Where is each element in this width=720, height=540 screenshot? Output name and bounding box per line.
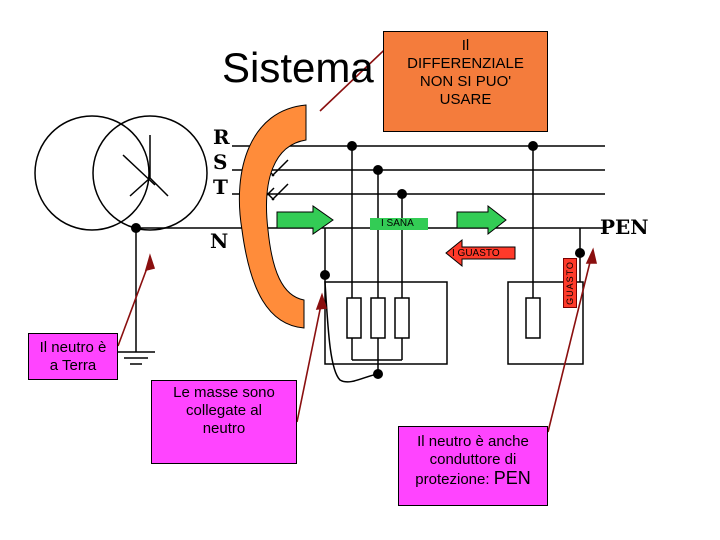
callout-line-pen bbox=[547, 253, 593, 433]
warning-line: USARE bbox=[439, 91, 492, 108]
load-2-resistor bbox=[525, 297, 541, 339]
i-sana-label-bg bbox=[370, 218, 428, 230]
load-2-enclosure bbox=[507, 281, 584, 365]
note-masses-line: Le masse sono bbox=[173, 384, 275, 401]
current-arrows-green bbox=[276, 204, 507, 236]
note-earth-line: Il neutro è bbox=[39, 339, 107, 356]
i-sana-label: I SANA bbox=[381, 218, 414, 229]
note-pen-line: Il neutro è anche bbox=[417, 433, 529, 450]
note-earth: Il neutro è a Terra bbox=[28, 333, 118, 380]
warning-line: NON SI PUO' bbox=[419, 73, 512, 90]
note-earth-line: a Terra bbox=[49, 357, 97, 374]
phase-label-t: T bbox=[213, 175, 228, 199]
note-pen-line: conduttore di bbox=[429, 451, 517, 468]
guasto-label: GUASTO bbox=[565, 261, 575, 305]
load-2-junctions bbox=[528, 141, 585, 258]
note-masses-line: collegate al bbox=[186, 402, 262, 419]
star-arm bbox=[149, 177, 169, 197]
callout-arrowhead bbox=[585, 247, 598, 264]
load-1-resistor bbox=[394, 297, 410, 339]
phase-conductors bbox=[136, 145, 605, 229]
phase-label-n: N bbox=[210, 229, 229, 253]
load-device-1 bbox=[324, 146, 448, 383]
callout-arrowhead bbox=[144, 253, 156, 272]
note-pen-line: protezione: PEN bbox=[399, 469, 547, 489]
arrow-green-2 bbox=[456, 204, 507, 236]
note-masses-line: neutro bbox=[202, 420, 246, 437]
neutral-earth-connection bbox=[117, 228, 155, 365]
note-masses: Le masse sono collegate al neutro bbox=[151, 380, 297, 464]
star-arm bbox=[122, 154, 156, 186]
note-pen-pen: PEN bbox=[493, 468, 531, 488]
callout-line-earth bbox=[117, 259, 151, 347]
i-guasto-label: I GUASTO bbox=[452, 248, 500, 259]
transformer bbox=[34, 115, 208, 231]
star-arm bbox=[129, 177, 151, 197]
warning-line: DIFFERENZIALE bbox=[407, 55, 524, 72]
warning-line: Il bbox=[461, 37, 470, 54]
arrow-red-guasto bbox=[445, 238, 516, 268]
note-pen-prefix: protezione: bbox=[415, 471, 494, 488]
callout-line-masses bbox=[296, 299, 323, 423]
note-pen: Il neutro è anche conduttore di protezio… bbox=[398, 426, 548, 506]
load-1-junctions bbox=[320, 141, 407, 379]
load-device-2 bbox=[507, 146, 584, 365]
current-clamp-ring bbox=[238, 104, 307, 329]
phase-label-r: R bbox=[213, 125, 230, 149]
arrow-green-1 bbox=[276, 205, 334, 235]
transformer-secondary-winding bbox=[92, 115, 208, 231]
pen-label: PEN bbox=[600, 215, 649, 239]
phase-label-s: S bbox=[213, 150, 228, 174]
load-1-resistor bbox=[346, 297, 362, 339]
page-title: Sistema bbox=[222, 44, 374, 91]
callout-arrowhead bbox=[315, 292, 328, 310]
guasto-badge: GUASTO bbox=[563, 258, 577, 308]
load-1-enclosure bbox=[324, 281, 448, 365]
load-1-resistor bbox=[370, 297, 386, 339]
warning-box: Il DIFFERENZIALE NON SI PUO' USARE bbox=[383, 31, 548, 132]
transformer-primary-winding bbox=[34, 115, 150, 231]
